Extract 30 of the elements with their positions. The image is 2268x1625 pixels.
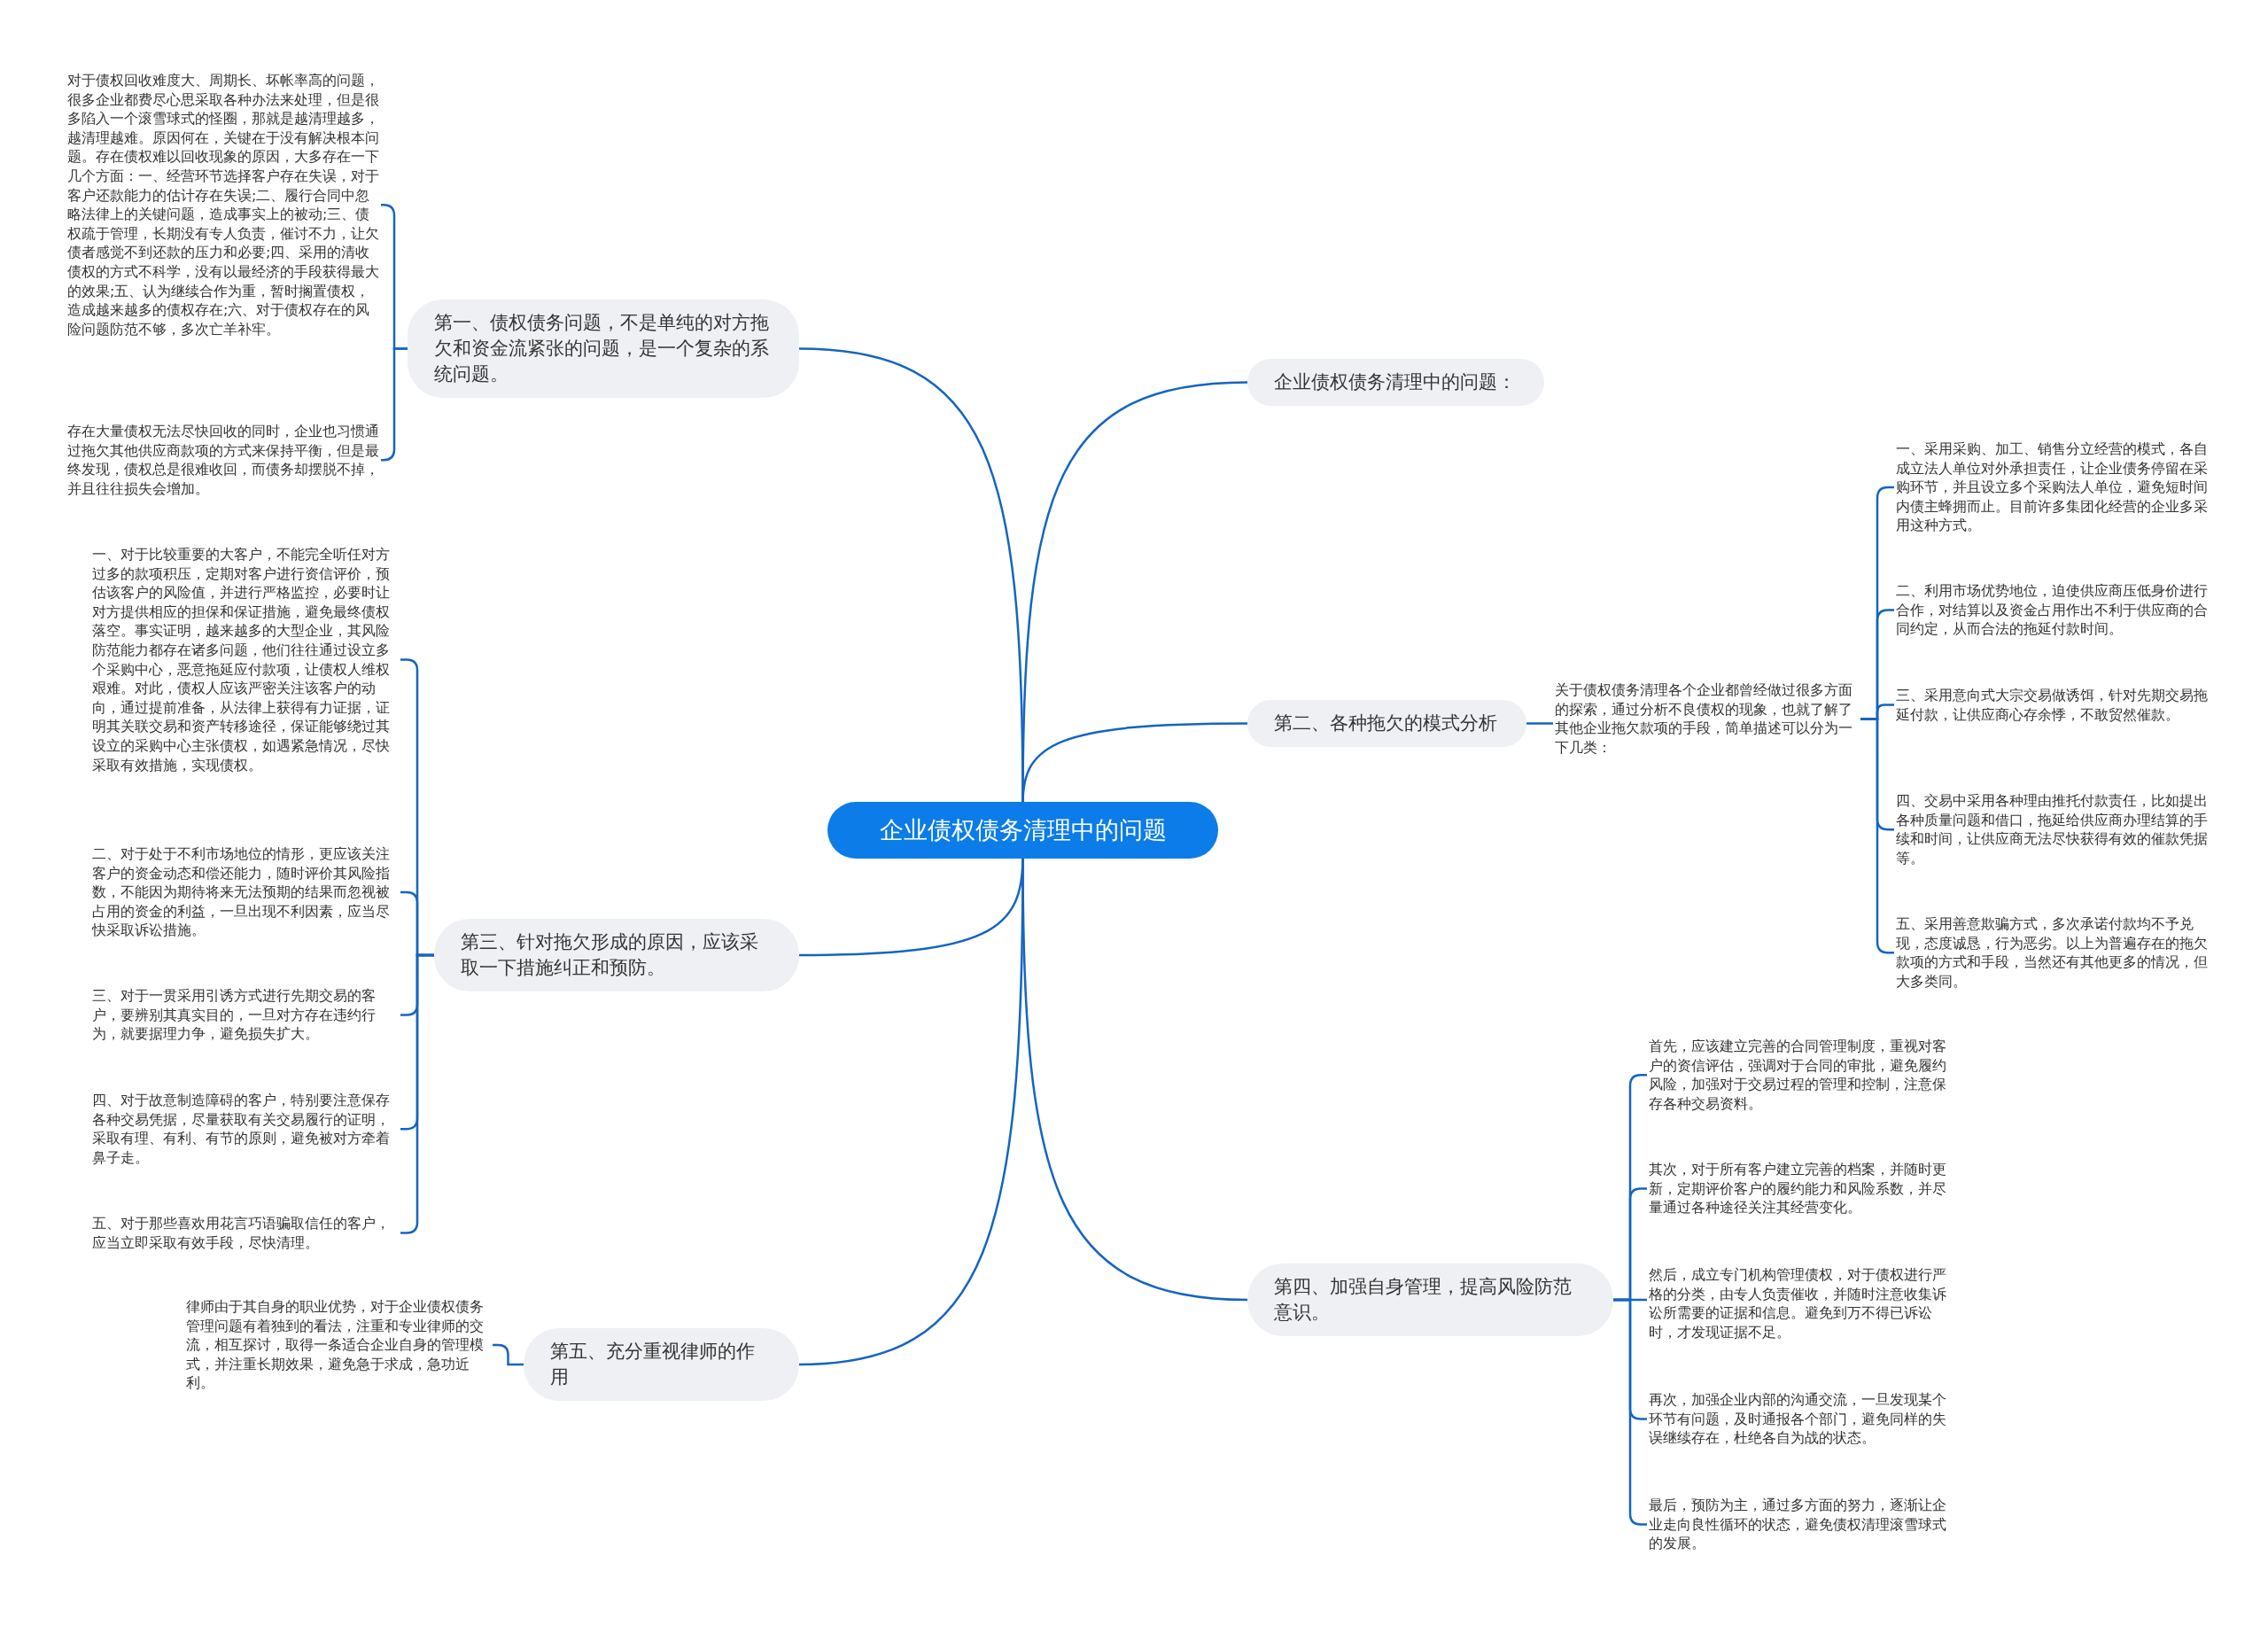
topic-bubble: 第二、各种拖欠的模式分析 xyxy=(1247,700,1526,747)
note-text: 三、采用意向式大宗交易做诱饵，针对先期交易拖延付款，让供应商心存余悸，不敢贸然催款。 xyxy=(1896,686,2208,725)
note-text: 三、对于一贯采用引诱方式进行先期交易的客户，要辨别其真实目的，一旦对方存在违约行为，就要据理力争，避免损失扩大。 xyxy=(92,986,399,1044)
note-text: 关于债权债务清理各个企业都曾经做过很多方面的探索，通过分析不良债权的现象，也就了解了其他企业拖欠款项的手段，简单描述可以分为一下几类： xyxy=(1555,680,1860,758)
connector-line xyxy=(1526,722,1553,725)
note-text: 一、对于比较重要的大客户，不能完全听任对方过多的款项积压，定期对客户进行资信评价，预估该客户的风险值，并进行严格监控，必要时让对方提供相应的担保和保证措施，避免最终债权落空。事实证明，越来越多的大型企业，其风险防范能力都存在诸多问题，他们往往通过设立多个采购中心，恶意拖延应付款项，让债权人维权艰难。对此，债权人应该严密关注该客户的动向，通过提前准备，从法律上获得有力证据，证明其关联交易和资产转移途径，保证能够绕过其设立的采购中心主张债权，如遇紧急情况，尽快采取有效措施，实现债权。 xyxy=(92,545,399,775)
note-text: 二、利用市场优势地位，迫使供应商压低身价进行合作，对结算以及资金占用作出不利于供应商的合同约定，从而合法的拖延付款时间。 xyxy=(1896,581,2208,639)
topic-bubble: 第一、债权债务问题，不是单纯的对方拖欠和资金流紧张的问题，是一个复杂的系统问题。 xyxy=(408,299,799,398)
note-text: 四、对于故意制造障碍的客户，特别要注意保存各种交易凭据，尽量获取有关交易履行的证明，采取有理、有利、有节的原则，避免被对方牵着鼻子走。 xyxy=(92,1091,399,1168)
topic-bubble: 第四、加强自身管理，提高风险防范意识。 xyxy=(1247,1263,1613,1336)
note-text: 对于债权回收难度大、周期长、坏帐率高的问题，很多企业都费尽心思采取各种办法来处理，但是很多陷入一个滚雪球式的怪圈，那就是越清理越多，越清理越难。原因何在，关键在于没有解决根本问题。存在债权难以回收现象的原因，大多存在一下几个方面：一、经营环节选择客户存在失误，对于客户还款能力的估计存在失误;二、履行合同中忽略法律上的关键问题，造成事实上的被动;三、债权疏于管理，长期没有专人负责，催讨不力，让欠债者感觉不到还款的压力和必要;四、采用的清收债权的方式不科学，没有以最经济的手段获得最大的效果;五、认为继续合作为重，暂时搁置债权，造成越来越多的债权存在;六、对于债权存在的风险问题防范不够，多次亡羊补牢。 xyxy=(67,71,379,339)
note-text: 一、采用采购、加工、销售分立经营的模式，各自成立法人单位对外承担责任，让企业债务停留在采购环节，并且设立多个采购法人单位，避免短时间内债主蜂拥而止。目前许多集团化经营的企业多采用这种方式。 xyxy=(1896,439,2208,535)
note-text: 存在大量债权无法尽快回收的同时，企业也习惯通过拖欠其他供应商款项的方式来保持平衡，但是最终发现，债权总是很难收回，而债务却摆脱不掉，并且往往损失会增加。 xyxy=(67,422,379,499)
note-text: 其次，对于所有客户建立完善的档案，并随时更新，定期评价客户的履约能力和风险系数，并尽量通过各种途径关注其经营变化。 xyxy=(1649,1160,1959,1217)
topic-bubble: 第三、针对拖欠形成的原因，应该采取一下措施纠正和预防。 xyxy=(434,919,799,991)
connector-line xyxy=(1021,722,1247,805)
topic-bubble: 第五、充分重视律师的作用 xyxy=(524,1328,799,1401)
note-text: 五、对于那些喜欢用花言巧语骗取信任的客户，应当立即采取有效手段，尽快清理。 xyxy=(92,1214,399,1253)
note-text: 四、交易中采用各种理由推托付款责任，比如提出各种质量问题和借口，拖延给供应商办理结算的手续和时间，让供应商无法尽快获得有效的催款凭据等。 xyxy=(1896,791,2208,868)
topic-bubble: 企业债权债务清理中的问题： xyxy=(1247,359,1544,406)
note-text: 律师由于其自身的职业优势，对于企业债权债务管理问题有着独到的看法，注重和专业律师的交流，相互探讨，取得一条适合企业自身的管理模式，并注重长期效果，避免急于求成，急功近利。 xyxy=(186,1297,491,1393)
note-text: 五、采用善意欺骗方式，多次承诺付款均不予兑现，态度诚恳，行为恶劣。以上为普遍存在的拖欠款项的方式和手段，当然还有其他更多的情况，但大多类同。 xyxy=(1896,914,2208,991)
note-text: 二、对于处于不利市场地位的情形，更应该关注客户的资金动态和偿还能力，随时评价其风险指数，不能因为期待将来无法预期的结果而忽视被占用的资金的利益，一旦出现不利因素，应当尽快采取诉讼措施。 xyxy=(92,844,399,940)
note-text: 首先，应该建立完善的合同管理制度，重视对客户的资信评估，强调对于合同的审批，避免履约风险，加强对于交易过程的管理和控制，注意保存各种交易资料。 xyxy=(1649,1037,1959,1114)
connector-line xyxy=(798,857,1024,1366)
note-text: 然后，成立专门机构管理债权，对于债权进行严格的分类，由专人负责催收，并随时注意收集诉讼所需要的证据和信息。避免到万不得已诉讼时，才发现证据不足。 xyxy=(1649,1265,1959,1342)
note-text: 最后，预防为主，通过多方面的努力，逐渐让企业走向良性循环的状态，避免债权清理滚雪球式的发展。 xyxy=(1649,1496,1959,1553)
central-topic: 企业债权债务清理中的问题 xyxy=(827,802,1218,859)
connector-line xyxy=(493,1343,524,1366)
note-text: 再次，加强企业内部的沟通交流，一旦发现某个环节有问题，及时通报各个部门，避免同样的失误继续存在，杜绝各自为战的状态。 xyxy=(1649,1390,1959,1448)
